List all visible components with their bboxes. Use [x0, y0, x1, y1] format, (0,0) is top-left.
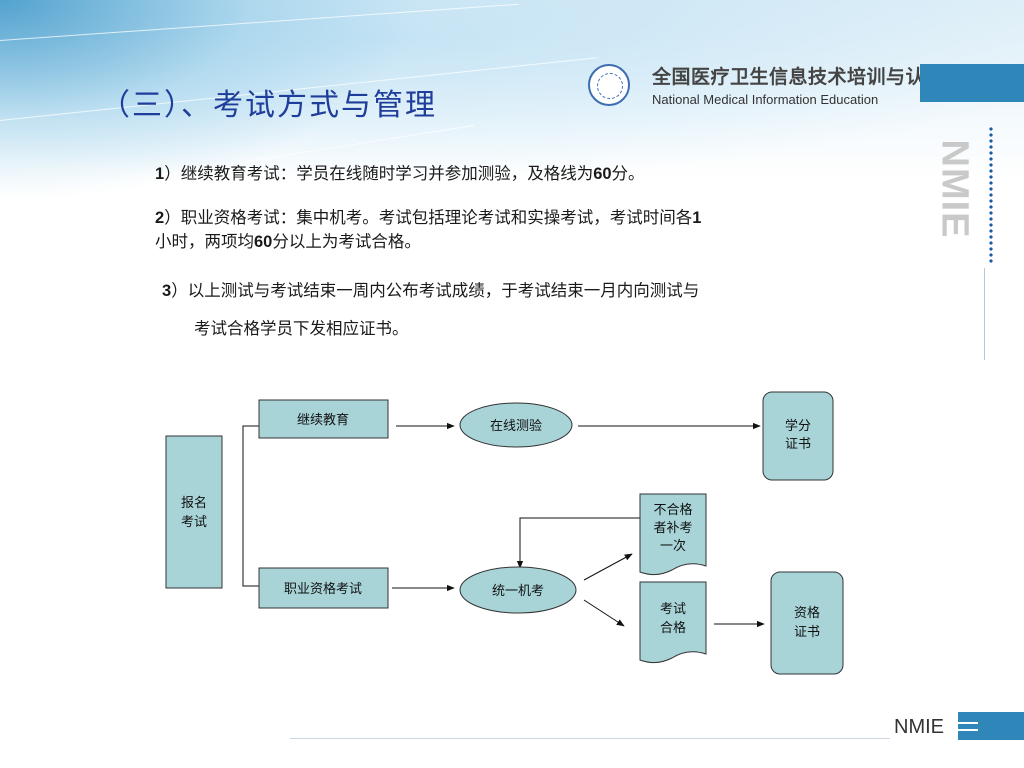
node-passed-line1: 考试 [660, 602, 686, 617]
arrow-exam-to-retake [583, 553, 633, 581]
node-credit-certificate [762, 391, 834, 481]
org-seal-logo [588, 64, 630, 106]
bracket-connector [242, 425, 259, 587]
item-number: 2 [155, 209, 165, 227]
node-retake-line3: 一次 [660, 538, 686, 554]
paragraph-text: ）以上测试与考试结束一周内公布考试成绩，于考试结束一月内向测试与 [171, 281, 700, 300]
node-qual-line1: 资格 [794, 605, 820, 621]
item-number: 3 [162, 282, 172, 300]
paragraph-text: 分以上为考试合格。 [272, 232, 421, 251]
node-vocational-exam [258, 567, 389, 609]
node-continuing-education [258, 399, 389, 439]
node-qualification-certificate [770, 571, 844, 675]
decorative-dots [988, 126, 994, 264]
arrow-retake-loop [516, 517, 640, 569]
footer-divider [290, 738, 890, 739]
node-vocational-label: 职业资格考试 [284, 581, 362, 597]
node-credit-line2: 证书 [785, 437, 811, 452]
slide-title: （三）、考试方式与管理 [100, 88, 437, 123]
org-name-en: National Medical Information Education [652, 92, 879, 107]
header-accent-bar [920, 64, 1024, 102]
node-unified-exam [459, 566, 577, 614]
node-retake-line2: 者补考 [653, 521, 692, 536]
footer-logo-text: NMIE [894, 716, 944, 738]
node-passed-line2: 合格 [660, 620, 686, 636]
node-retake-line1: 不合格 [653, 502, 692, 518]
number: 60 [254, 233, 273, 251]
node-continuing-label: 继续教育 [297, 412, 349, 428]
paragraph-1: 1）继续教育考试：学员在线随时学习并参加测验，及格线为60分。 [155, 162, 645, 186]
paragraph-text: 分。 [611, 164, 645, 183]
header-background [0, 0, 1024, 300]
paragraph-text: 小时，两项均 [155, 232, 254, 251]
node-qual-line2: 证书 [794, 625, 820, 640]
decorative-divider [984, 268, 985, 360]
paragraph-3: 3）以上测试与考试结束一周内公布考试成绩，于考试结束一月内向测试与 考试合格学员… [162, 272, 699, 348]
node-unified-exam-label: 统一机考 [492, 584, 544, 599]
node-online-test-label: 在线测验 [490, 418, 542, 434]
item-number: 1 [155, 165, 165, 183]
node-register [165, 435, 223, 589]
node-register-line1: 报名 [181, 495, 207, 511]
arrow-exam-to-passed [583, 599, 625, 627]
footer-accent-bar [958, 712, 1024, 740]
paragraph-2: 2）职业资格考试：集中机考。考试包括理论考试和实操考试，考试时间各1 小时，两项… [155, 206, 935, 254]
paragraph-text: 考试合格学员下发相应证书。 [194, 319, 409, 338]
paragraph-text: ）职业资格考试：集中机考。考试包括理论考试和实操考试，考试时间各 [164, 208, 693, 227]
node-passed [639, 581, 707, 664]
node-register-line2: 考试 [181, 515, 207, 530]
paragraph-text: ）继续教育考试：学员在线随时学习并参加测验，及格线为 [164, 164, 594, 183]
node-credit-line1: 学分 [785, 418, 811, 434]
org-name-cn: 全国医疗卫生信息技术培训与认证 [652, 66, 945, 88]
number: 1 [692, 209, 702, 227]
node-online-test [459, 402, 573, 448]
node-retake [639, 493, 707, 576]
number: 60 [593, 165, 612, 183]
